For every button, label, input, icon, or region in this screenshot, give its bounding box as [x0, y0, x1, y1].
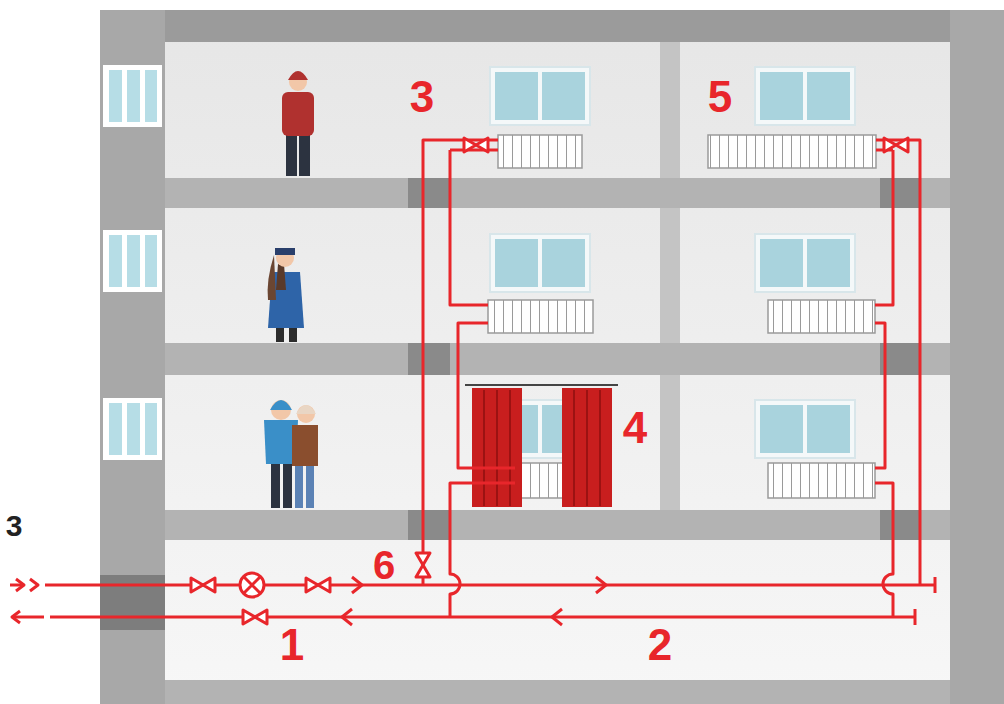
callout-number: 2	[648, 623, 672, 667]
person-top	[282, 71, 314, 176]
callout-number: 5	[708, 75, 732, 119]
callout-number: 1	[280, 623, 304, 667]
callout-number: 3	[6, 511, 23, 541]
people-bottom	[264, 400, 318, 508]
callout-number: 4	[623, 406, 647, 450]
room-windows	[490, 67, 855, 458]
callout-number: 3	[410, 75, 434, 119]
person-middle	[268, 248, 304, 342]
people	[264, 71, 318, 508]
valves	[191, 138, 908, 624]
heating-pipes	[10, 140, 935, 625]
radiators	[488, 135, 876, 498]
curtains	[465, 385, 618, 507]
callout-number: 6	[373, 545, 395, 585]
building	[100, 10, 1004, 704]
wall-windows	[103, 65, 162, 460]
